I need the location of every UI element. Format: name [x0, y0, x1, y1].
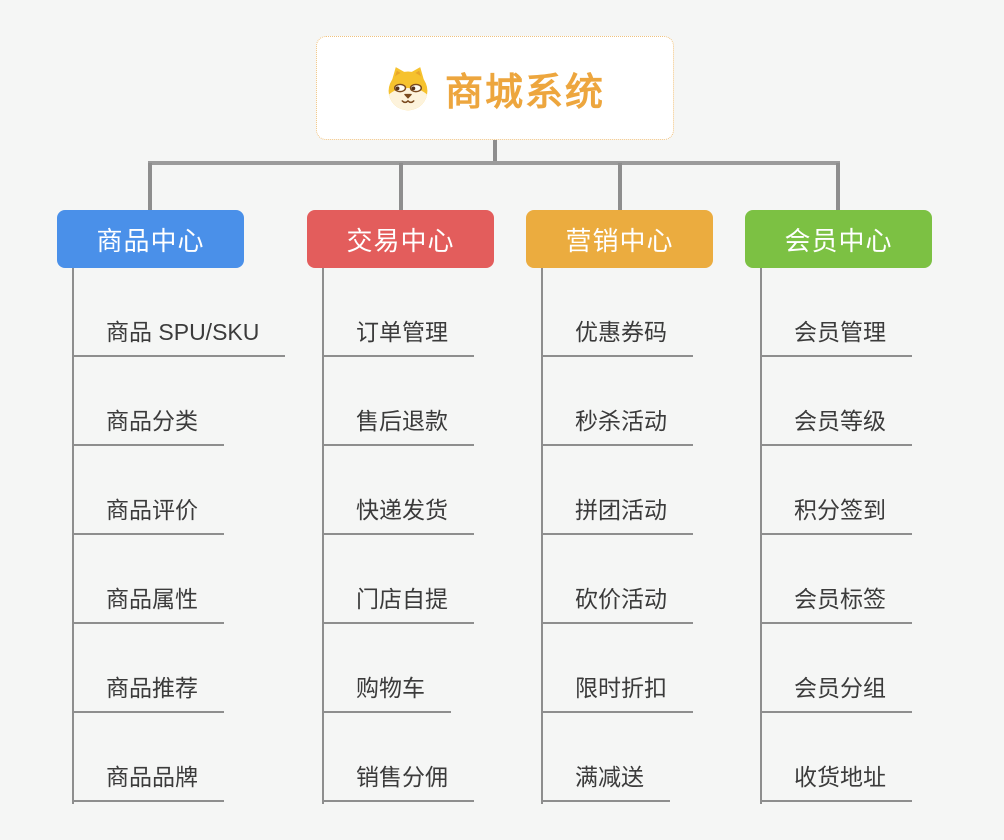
node-product-recommend: 商品推荐	[72, 624, 285, 713]
branch-items: 商品 SPU/SKU 商品分类 商品评价 商品属性 商品推荐 商品品牌	[72, 268, 286, 802]
branch-marketing-center: 营销中心 优惠券码 秒杀活动 拼团活动 砍价活动 限时折扣 满减送	[526, 210, 713, 804]
node-member-level: 会员等级	[760, 357, 912, 446]
node-flash-sale: 秒杀活动	[541, 357, 693, 446]
node-after-sale-refund: 售后退款	[322, 357, 474, 446]
node-group-buy: 拼团活动	[541, 446, 693, 535]
node-label[interactable]: 门店自提	[322, 580, 474, 624]
node-express-shipping: 快递发货	[322, 446, 474, 535]
connector-drop-3	[618, 163, 622, 210]
branch-vline	[72, 268, 74, 804]
node-label[interactable]: 商品分类	[72, 402, 224, 446]
dog-icon	[388, 67, 428, 111]
node-product-brand: 商品品牌	[72, 713, 285, 802]
node-label[interactable]: 会员等级	[760, 402, 912, 446]
node-store-pickup: 门店自提	[322, 535, 474, 624]
node-label[interactable]: 收货地址	[760, 758, 912, 802]
node-product-review: 商品评价	[72, 446, 285, 535]
branch-items: 订单管理 售后退款 快递发货 门店自提 购物车 销售分佣	[322, 268, 474, 802]
node-label[interactable]: 会员标签	[760, 580, 912, 624]
node-order-management: 订单管理	[322, 268, 474, 357]
connector-bus	[148, 161, 840, 165]
connector-drop-4	[836, 163, 840, 210]
connector-drop-1	[148, 163, 152, 210]
node-member-management: 会员管理	[760, 268, 912, 357]
node-label[interactable]: 限时折扣	[541, 669, 693, 713]
branch-member-center: 会员中心 会员管理 会员等级 积分签到 会员标签 会员分组 收货地址	[745, 210, 932, 804]
node-label[interactable]: 售后退款	[322, 402, 474, 446]
node-label[interactable]: 拼团活动	[541, 491, 693, 535]
branch-trade-center: 交易中心 订单管理 售后退款 快递发货 门店自提 购物车 销售分佣	[307, 210, 494, 804]
connector-drop-2	[399, 163, 403, 210]
node-member-group: 会员分组	[760, 624, 912, 713]
branch-product-center: 商品中心 商品 SPU/SKU 商品分类 商品评价 商品属性 商品推荐 商品品牌	[57, 210, 286, 804]
node-coupon-code: 优惠券码	[541, 268, 693, 357]
node-label[interactable]: 商品属性	[72, 580, 224, 624]
node-label[interactable]: 会员分组	[760, 669, 912, 713]
branch-vline	[541, 268, 543, 804]
node-label[interactable]: 商品推荐	[72, 669, 224, 713]
node-points-checkin: 积分签到	[760, 446, 912, 535]
branch-items: 优惠券码 秒杀活动 拼团活动 砍价活动 限时折扣 满减送	[541, 268, 693, 802]
node-bargain-activity: 砍价活动	[541, 535, 693, 624]
node-label[interactable]: 快递发货	[322, 491, 474, 535]
branch-header-trade-center[interactable]: 交易中心	[307, 210, 494, 268]
branch-vline	[760, 268, 762, 804]
node-member-tag: 会员标签	[760, 535, 912, 624]
connector-root-stub	[493, 140, 497, 165]
node-label[interactable]: 优惠券码	[541, 313, 693, 357]
node-product-spu-sku: 商品 SPU/SKU	[72, 268, 286, 357]
node-label[interactable]: 商品 SPU/SKU	[72, 313, 286, 357]
branch-items: 会员管理 会员等级 积分签到 会员标签 会员分组 收货地址	[760, 268, 912, 802]
root-title: 商城系统	[444, 71, 605, 114]
root-node[interactable]: 商城系统	[316, 36, 674, 140]
node-label[interactable]: 会员管理	[760, 313, 912, 357]
node-product-attribute: 商品属性	[72, 535, 285, 624]
node-sales-commission: 销售分佣	[322, 713, 474, 802]
node-product-category: 商品分类	[72, 357, 285, 446]
node-label[interactable]: 商品评价	[72, 491, 224, 535]
node-label[interactable]: 销售分佣	[322, 758, 474, 802]
node-label[interactable]: 购物车	[322, 669, 451, 713]
node-label[interactable]: 满减送	[541, 758, 670, 802]
node-label[interactable]: 订单管理	[322, 313, 474, 357]
node-label[interactable]: 砍价活动	[541, 580, 693, 624]
branch-header-product-center[interactable]: 商品中心	[57, 210, 244, 268]
node-shipping-address: 收货地址	[760, 713, 912, 802]
branch-vline	[322, 268, 324, 804]
node-label[interactable]: 商品品牌	[72, 758, 224, 802]
node-label[interactable]: 秒杀活动	[541, 402, 693, 446]
node-spend-and-save: 满减送	[541, 713, 693, 802]
node-limited-time-discount: 限时折扣	[541, 624, 693, 713]
branch-header-member-center[interactable]: 会员中心	[745, 210, 932, 268]
branch-header-marketing-center[interactable]: 营销中心	[526, 210, 713, 268]
node-label[interactable]: 积分签到	[760, 491, 912, 535]
node-shopping-cart: 购物车	[322, 624, 474, 713]
